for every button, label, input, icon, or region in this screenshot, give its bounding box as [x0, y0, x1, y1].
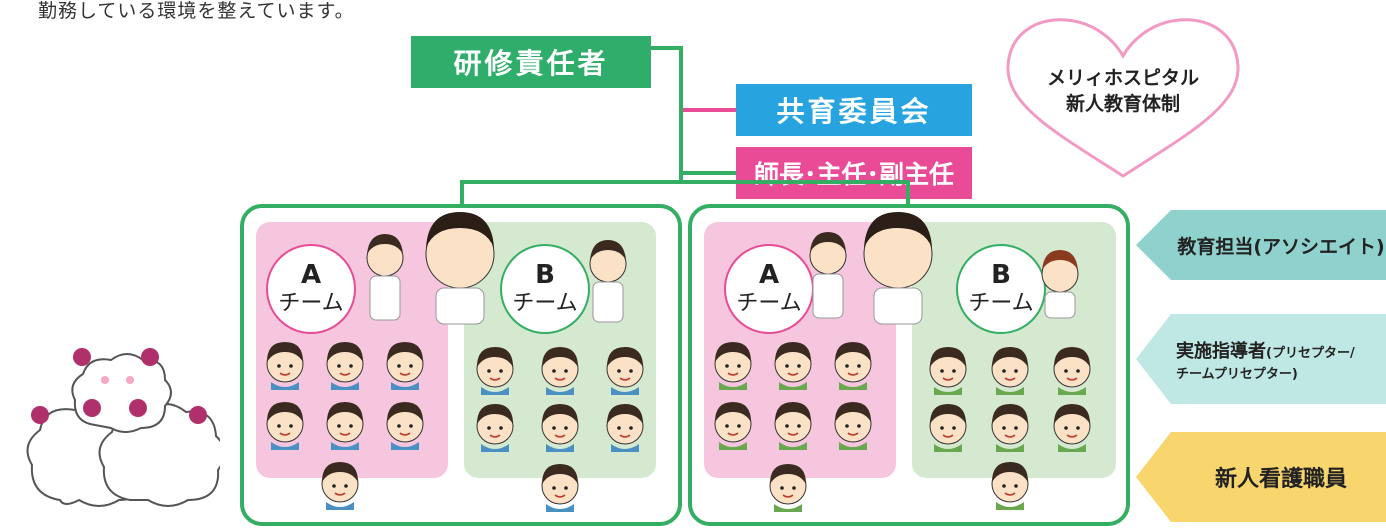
role-associate-label: 教育担当(アソシエイト) — [1177, 235, 1385, 258]
team-a-circle-left: A チーム — [266, 244, 356, 334]
team-b-word: チーム — [968, 291, 1034, 317]
role-preceptor-sub1: (プリセプター/ — [1266, 345, 1355, 361]
team-b-circle-right: B チーム — [956, 244, 1046, 334]
intro-text: 勤務している環境を整えています。 — [38, 0, 355, 22]
heart-label: メリィホスピタル 新人教育体制 — [1028, 66, 1218, 117]
managers-box: 師長･主任･副主任 — [736, 147, 972, 199]
nurse-big-right — [863, 212, 933, 325]
connector-top-h — [651, 46, 683, 50]
heart-label-line2: 新人教育体制 — [1065, 92, 1180, 115]
sheep-mascot-illustration — [26, 348, 220, 507]
nurse-a-left — [366, 234, 404, 321]
nurse-b-right — [1041, 250, 1079, 319]
nurse-a-right — [809, 232, 847, 319]
team-a-word: チーム — [736, 291, 802, 317]
connector-vertical — [679, 46, 683, 182]
team-a-word: チーム — [278, 291, 344, 317]
team-a-letter: A — [758, 260, 780, 291]
committee-label: 共育委員会 — [776, 95, 932, 128]
team-b-letter: B — [535, 260, 555, 291]
training-director-label: 研修責任者 — [453, 47, 609, 80]
role-new-staff-label: 新人看護職員 — [1214, 467, 1347, 492]
committee-box: 共育委員会 — [736, 84, 972, 136]
connector-branch-right — [906, 180, 910, 206]
role-new-staff-arrow: 新人看護職員 — [1136, 432, 1386, 522]
nurse-big-left — [425, 212, 495, 325]
team-a-letter: A — [300, 260, 322, 291]
team-b-letter: B — [991, 260, 1011, 291]
team-a-circle-right: A チーム — [724, 244, 814, 334]
role-preceptor-arrow: 実施指導者(プリセプター/ チームプリセプター) — [1136, 314, 1386, 404]
nurse-b-left — [589, 240, 627, 323]
role-preceptor-main: 実施指導者 — [1176, 340, 1266, 362]
heart-label-line1: メリィホスピタル — [1046, 67, 1199, 89]
heart-shape — [1006, 18, 1240, 178]
team-b-circle-left: B チーム — [500, 244, 590, 334]
connector-branch-left — [460, 180, 464, 206]
training-director-box: 研修責任者 — [411, 36, 651, 88]
connector-branch-h — [460, 180, 910, 184]
role-associate-arrow: 教育担当(アソシエイト) — [1136, 210, 1386, 280]
role-preceptor-sub2: チームプリセプター) — [1176, 366, 1298, 382]
person-icons-right-panel — [714, 212, 1091, 513]
team-b-word: チーム — [512, 291, 578, 317]
connector-committee — [683, 108, 736, 112]
role-preceptor-line1: 実施指導者(プリセプター/ — [1176, 337, 1355, 363]
connector-managers — [683, 171, 736, 175]
managers-label: 師長･主任･副主任 — [753, 160, 954, 189]
person-icons-left-panel — [266, 212, 644, 513]
